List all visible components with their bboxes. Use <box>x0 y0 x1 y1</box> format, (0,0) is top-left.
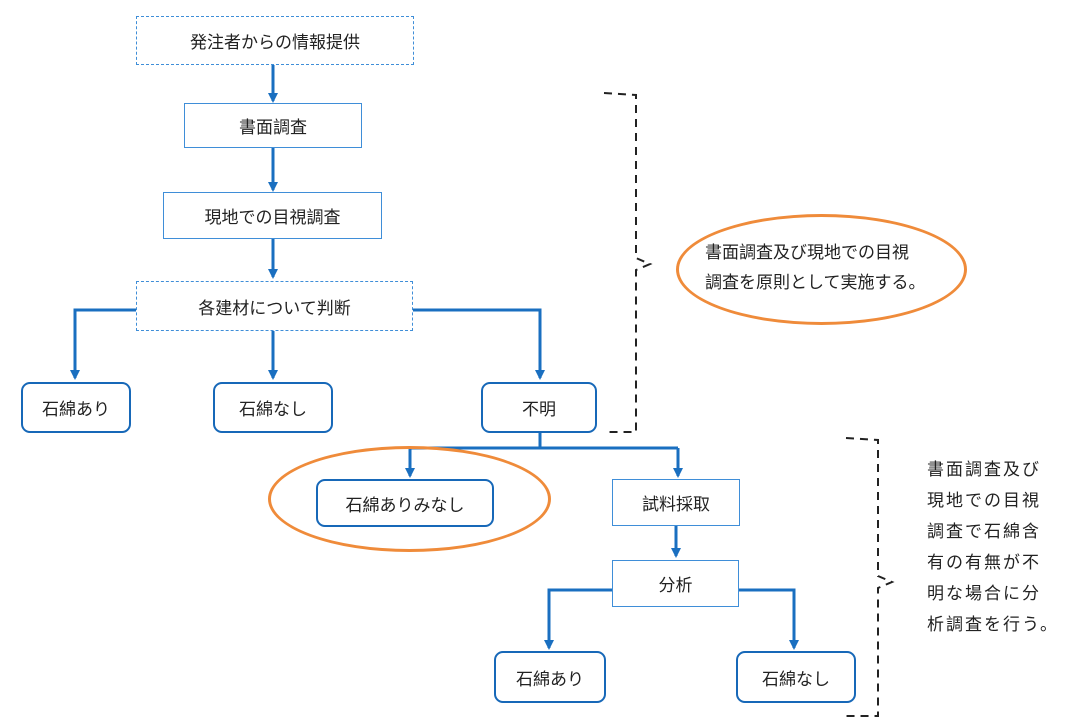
node-asbestos-no: 石綿なし <box>213 382 333 433</box>
node-visual-survey: 現地での目視調査 <box>163 192 382 239</box>
arrow-judge-to-unknown <box>413 308 545 380</box>
note-analysis: 書面調査及び 現地での目視 調査で石綿含 有の有無が不 明な場合に分 析調査を行… <box>927 455 1059 641</box>
note-principle-line-1: 書面調査及び現地での目視 <box>705 243 909 263</box>
node-judge: 各建材について判断 <box>136 281 413 331</box>
node-asbestos-no-2: 石綿なし <box>736 651 856 703</box>
note-analysis-line-3: 調査で石綿含 <box>927 522 1041 542</box>
bracket-principle <box>603 92 653 433</box>
note-analysis-line-2: 現地での目視 <box>927 491 1041 511</box>
arrow-analysis-to-no2 <box>739 588 799 650</box>
highlight-ellipse-deemed <box>268 446 551 552</box>
note-analysis-line-4: 有の有無が不 <box>927 553 1041 573</box>
node-info: 発注者からの情報提供 <box>136 16 414 65</box>
node-document-survey: 書面調査 <box>184 103 362 148</box>
node-asbestos-yes-2: 石綿あり <box>494 651 606 703</box>
note-principle-line-2: 調査を原則として実施する。 <box>705 273 926 293</box>
note-analysis-line-6: 析調査を行う。 <box>927 615 1059 635</box>
arrow-analysis-to-yes2 <box>544 588 612 650</box>
note-analysis-line-5: 明な場合に分 <box>927 584 1041 604</box>
node-unknown: 不明 <box>481 382 597 433</box>
highlight-ellipse-principle <box>676 214 967 325</box>
note-analysis-line-1: 書面調査及び <box>927 460 1041 480</box>
bracket-analysis <box>845 437 895 717</box>
node-analysis: 分析 <box>612 560 739 607</box>
node-asbestos-yes: 石綿あり <box>21 382 131 433</box>
node-sampling: 試料採取 <box>612 479 740 526</box>
arrow-judge-to-yes <box>70 308 136 380</box>
note-principle: 書面調査及び現地での目視 調査を原則として実施する。 <box>705 238 926 298</box>
